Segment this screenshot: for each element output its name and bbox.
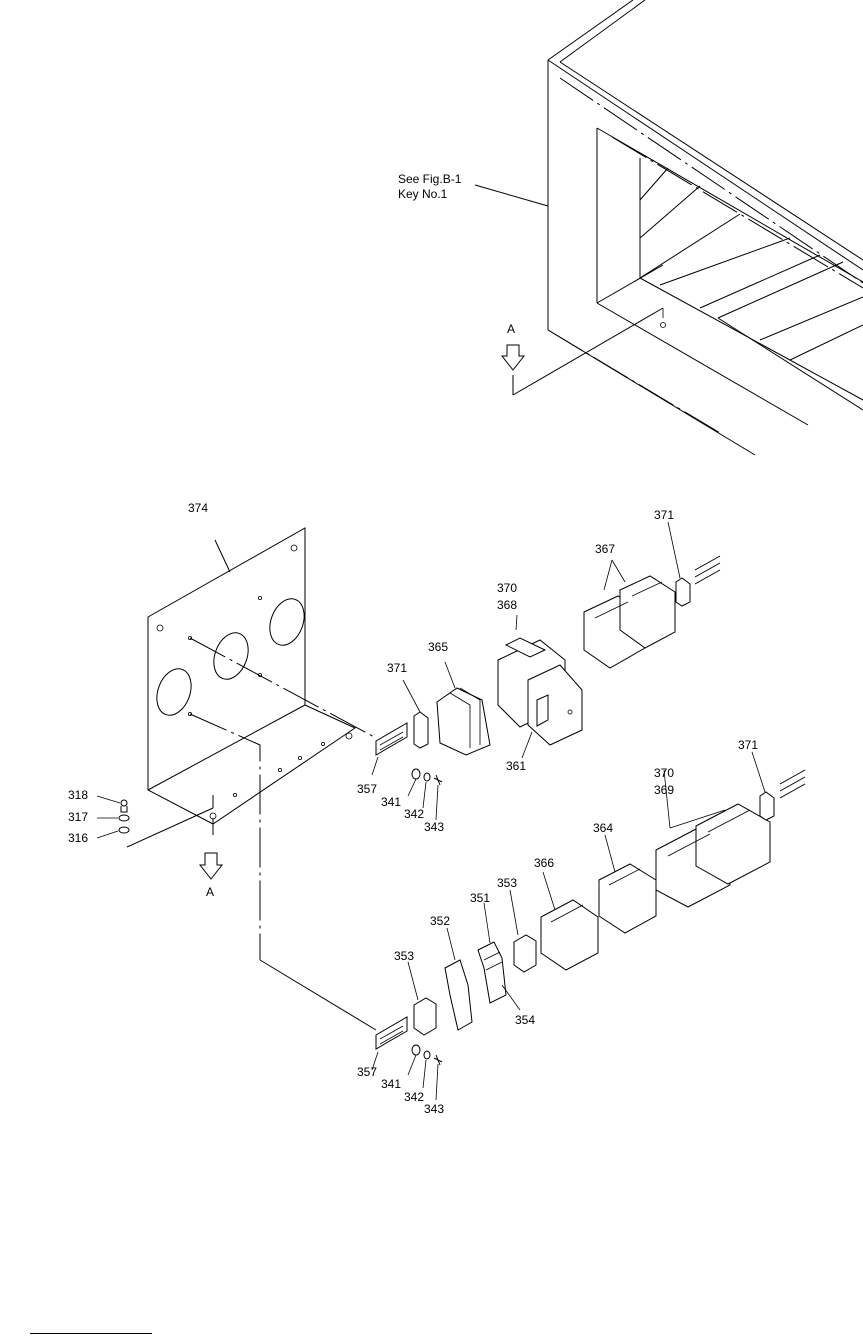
view-arrow-a-bottom: A <box>200 853 222 899</box>
callout-371-top: 371 <box>654 508 674 522</box>
callout-369: 369 <box>654 783 674 797</box>
callout-365: 365 <box>428 640 448 654</box>
callout-316: 316 <box>68 831 88 845</box>
callout-368: 368 <box>497 598 517 612</box>
reference-note-line1: See Fig.B-1 <box>398 172 462 186</box>
callout-370-b: 370 <box>654 766 674 780</box>
callout-367: 367 <box>595 542 615 556</box>
callout-357-a: 357 <box>357 782 377 796</box>
callout-342-b: 342 <box>404 1090 424 1104</box>
callout-353-a: 353 <box>497 876 517 890</box>
callout-370-a: 370 <box>497 581 517 595</box>
view-marker-top-label: A <box>507 322 515 336</box>
callout-341-b: 341 <box>381 1077 401 1091</box>
callout-374: 374 <box>188 501 208 515</box>
callout-343-a: 343 <box>424 820 444 834</box>
callout-364: 364 <box>593 821 613 835</box>
callout-341-a: 341 <box>381 795 401 809</box>
view-marker-bottom-label: A <box>206 885 214 899</box>
callout-366: 366 <box>534 856 554 870</box>
callout-352: 352 <box>430 914 450 928</box>
view-arrow-a-top: A <box>502 322 524 370</box>
callout-354: 354 <box>515 1013 535 1027</box>
footer-rule <box>30 1333 152 1334</box>
callout-361: 361 <box>506 759 526 773</box>
callout-343-b: 343 <box>424 1102 444 1116</box>
cabinet-housing <box>475 0 863 455</box>
callout-342-a: 342 <box>404 807 424 821</box>
callout-371-mid: 371 <box>387 661 407 675</box>
callout-351: 351 <box>470 891 490 905</box>
callout-353-b: 353 <box>394 949 414 963</box>
callout-318: 318 <box>68 788 88 802</box>
reference-note-line2: Key No.1 <box>398 187 448 201</box>
callout-371-low: 371 <box>738 738 758 752</box>
callout-317: 317 <box>68 810 88 824</box>
callout-357-b: 357 <box>357 1065 377 1079</box>
mounting-plate-374 <box>127 528 376 1030</box>
reference-note: See Fig.B-1 Key No.1 <box>398 172 462 201</box>
fasteners-316-318 <box>97 796 129 838</box>
